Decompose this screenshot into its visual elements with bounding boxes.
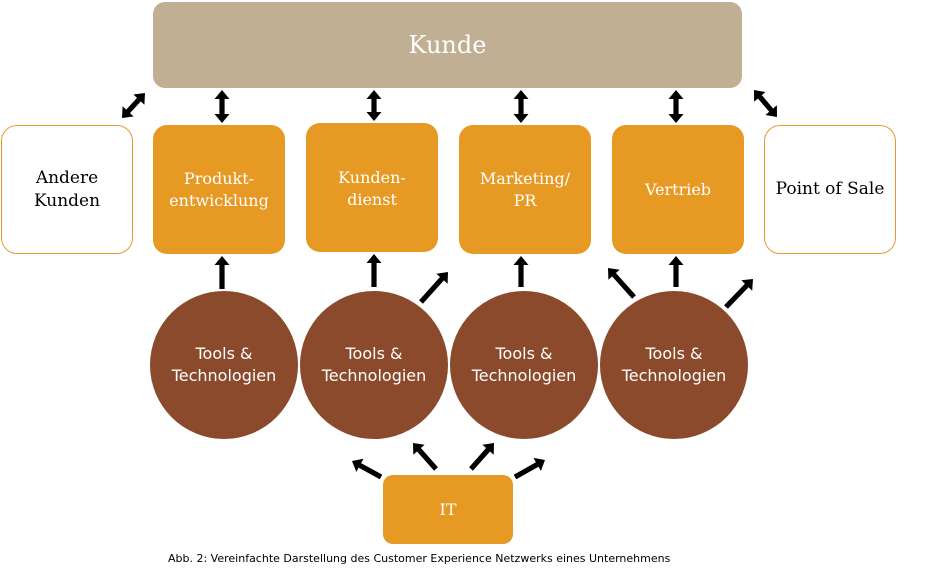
- tools-line-2: Technologien: [321, 366, 427, 385]
- product-development-line-1: Produkt-: [183, 168, 255, 188]
- customer-service-box: Kunden- dienst: [306, 123, 438, 252]
- tools-line-2: Technologien: [621, 366, 727, 385]
- arrow-customer-other-customers: [122, 93, 145, 118]
- arrow-tools3-marketing: [513, 256, 529, 287]
- arrow-it-tools1: [352, 458, 383, 480]
- arrow-tools2-customer-service: [366, 254, 382, 287]
- tools-line-2: Technologien: [471, 366, 577, 385]
- arrow-tools1-product-development: [214, 256, 230, 289]
- tools-technologies-circle-1: Tools & Technologien: [150, 291, 298, 439]
- arrow-customer-marketing: [513, 90, 529, 123]
- marketing-pr-line-1: Marketing/: [479, 168, 571, 188]
- point-of-sale-box: Point of Sale: [764, 125, 896, 254]
- it-label: IT: [439, 500, 457, 519]
- arrow-it-tools2: [413, 443, 438, 471]
- other-customers-line-1: Andere: [35, 167, 99, 188]
- arrow-it-tools4: [513, 457, 545, 480]
- it-box: IT: [383, 475, 513, 544]
- arrow-customer-sales: [668, 90, 684, 123]
- tools-technologies-circle-4: Tools & Technologien: [600, 291, 748, 439]
- sales-box: Vertrieb: [612, 125, 744, 254]
- arrow-it-tools3: [469, 443, 494, 471]
- arrow-customer-point-of-sale: [754, 90, 777, 117]
- marketing-pr-box: Marketing/ PR: [459, 125, 591, 254]
- other-customers-box: Andere Kunden: [1, 125, 133, 254]
- tools-line-1: Tools &: [645, 344, 703, 363]
- sales-label: Vertrieb: [644, 179, 712, 199]
- point-of-sale-label: Point of Sale: [775, 179, 885, 199]
- customer-label: Kunde: [408, 31, 487, 59]
- product-development-box: Produkt- entwicklung: [153, 125, 285, 254]
- tools-line-1: Tools &: [345, 344, 403, 363]
- arrow-tools2-marketing: [419, 272, 448, 304]
- figure-caption: Abb. 2: Vereinfachte Darstellung des Cus…: [168, 552, 671, 565]
- marketing-pr-line-2: PR: [513, 190, 537, 210]
- tools-technologies-circle-2: Tools & Technologien: [300, 291, 448, 439]
- arrow-tools4-sales: [668, 256, 684, 287]
- arrow-tools4-marketing: [608, 268, 636, 299]
- customer-service-line-2: dienst: [347, 190, 397, 209]
- arrow-customer-product-development: [214, 90, 230, 123]
- product-development-line-2: entwicklung: [169, 190, 269, 210]
- customer-box: Kunde: [153, 2, 742, 88]
- tools-line-2: Technologien: [171, 366, 277, 385]
- arrow-tools4-point-of-sale: [724, 279, 753, 309]
- tools-line-1: Tools &: [195, 344, 253, 363]
- tools-technologies-circle-3: Tools & Technologien: [450, 291, 598, 439]
- arrow-customer-customer-service: [366, 90, 382, 121]
- tools-line-1: Tools &: [495, 344, 553, 363]
- other-customers-line-2: Kunden: [33, 190, 101, 211]
- customer-service-line-1: Kunden-: [338, 168, 406, 187]
